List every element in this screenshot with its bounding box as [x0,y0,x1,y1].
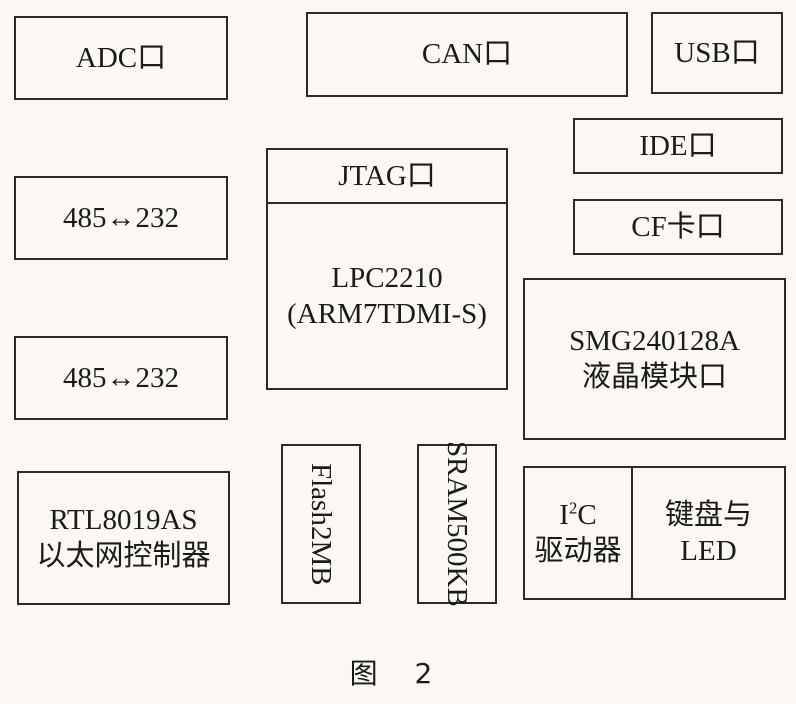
flash-memory-block: Flash 2MB [281,444,361,604]
lcd-port-label: 液晶模块口 [581,361,727,393]
usb-port-label: USB口 [674,36,760,69]
flash-size-label: 2MB [305,525,338,586]
ethernet-desc-label: 以太网控制器 [36,540,211,572]
sram-size-label: 500KB [441,523,474,607]
i2c-name-label: I2C [559,498,597,531]
ide-port-label: IDE口 [639,129,717,162]
lcd-model-label: SMG240128A [569,324,740,357]
ethernet-controller-block: RTL8019AS 以太网控制器 [17,471,230,605]
ide-port-block: IDE口 [573,118,783,174]
usb-port-block: USB口 [651,12,783,94]
i2c-superscript: 2 [568,498,578,518]
led-label: LED [680,535,737,567]
jtag-port-label: JTAG口 [338,159,436,192]
cf-card-port-label: CF卡口 [631,210,725,243]
i2c-driver-block: I2C 驱动器 [523,466,633,600]
rs485-converter-block-2: 485↔232 [14,336,228,420]
lcd-module-block: SMG240128A 液晶模块口 [523,278,786,440]
i2c-driver-label: 驱动器 [534,535,622,567]
sram-name-label: SRAM [441,441,474,524]
cpu-core-label: (ARM7TDMI-S) [287,298,487,330]
rs485-converter-label-1: 485↔232 [63,201,179,234]
cpu-block: LPC2210 (ARM7TDMI-S) [266,202,508,390]
can-port-label: CAN口 [421,38,513,71]
keyboard-led-block: 键盘与 LED [631,466,786,600]
cf-card-port-block: CF卡口 [573,199,783,255]
rs485-converter-block-1: 485↔232 [14,176,228,260]
jtag-port-block: JTAG口 [266,148,508,204]
sram-memory-block: SRAM 500KB [417,441,497,607]
flash-name-label: Flash [305,462,338,526]
rs485-converter-label-2: 485↔232 [63,361,179,394]
adc-port-label: ADC口 [75,41,167,74]
figure-caption: 图 2 [349,657,447,690]
cpu-model-label: LPC2210 [331,261,443,294]
adc-port-block: ADC口 [14,16,228,100]
ethernet-chip-label: RTL8019AS [49,503,198,536]
can-port-block: CAN口 [306,12,628,97]
keyboard-label: 键盘与 [664,498,752,531]
